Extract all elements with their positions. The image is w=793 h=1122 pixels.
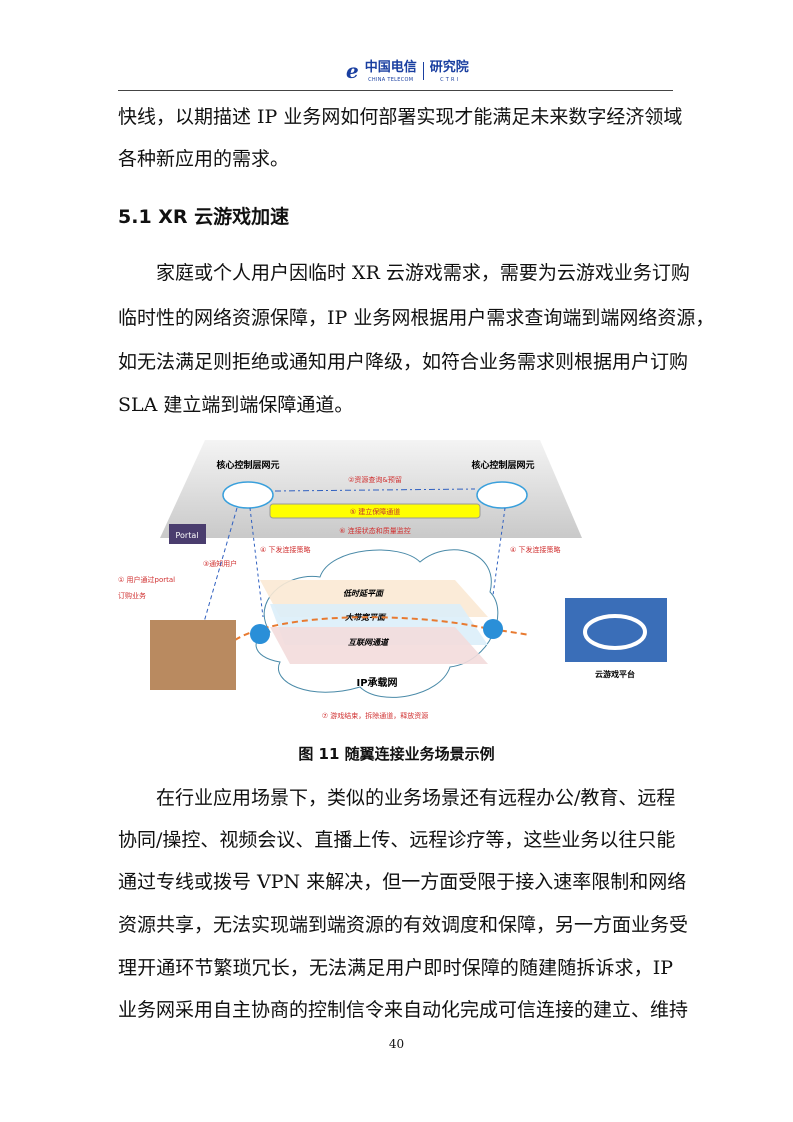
text-line: 在行业应用场景下，类似的业务场景还有远程办公/教育、远程 [156, 787, 676, 809]
text-line: 如无法满足则拒绝或通知用户降级，如符合业务需求则根据用户订购 [118, 351, 689, 373]
text-line: 业务网采用自主协商的控制信令来自动化完成可信连接的建立、维持 [118, 999, 689, 1021]
step4-left-label: ④ 下发连接策略 [260, 545, 311, 554]
text-line: SLA 建立端到端保障通道。 [118, 394, 354, 416]
core-right-label: 核心控制层网元 [471, 459, 534, 471]
step5-label: ⑤ 建立保障通道 [350, 507, 401, 516]
header-rule [118, 90, 673, 91]
low-latency-label: 低时延平面 [343, 589, 385, 598]
text-line: 临时性的网络资源保障，IP 业务网根据用户需求查询端到端网络资源， [118, 307, 715, 329]
xr-cloud-gaming-diagram: 核心控制层网元 核心控制层网元 ②资源查询&预留 ⑤ 建立保障通道 ⑥ 连接状态… [118, 440, 667, 720]
resource-query-arrow [274, 488, 476, 492]
router-icon [483, 619, 503, 639]
step3-label: ③通知用户 [203, 559, 237, 568]
step2-label: ②资源查询&预留 [348, 475, 402, 484]
step6-label: ⑥ 连接状态和质量监控 [339, 526, 411, 535]
section-heading: 5.1 XR 云游戏加速 [118, 206, 290, 228]
portal-box [169, 524, 206, 544]
china-telecom-logo-icon: ℯ [346, 59, 359, 83]
policy-line [249, 507, 264, 618]
text-line: 快线，以期描述 IP 业务网如何部署实现才能满足未来数字经济领域 [118, 106, 683, 128]
figure-caption: 图 11 随翼连接业务场景示例 [298, 745, 495, 763]
institute-name-en: C T R I [440, 76, 459, 83]
portal-label: Portal [176, 531, 199, 540]
step1-label: ① 用户通过portal [118, 575, 175, 584]
text-line: 理开通环节繁琐冗长，无法满足用户即时保障的随建随拆诉求，IP [118, 957, 673, 979]
internet-channel-plane [270, 627, 488, 664]
cloud-icon [583, 614, 647, 650]
institute-name: 研究院 [429, 59, 469, 75]
divider [422, 62, 424, 80]
vr-gamers-photo [150, 620, 236, 690]
notify-arrow [203, 507, 238, 623]
core-left-label: 核心控制层网元 [216, 459, 279, 471]
text-line: 通过专线或拨号 VPN 来解决，但一方面受限于接入速率限制和网络 [118, 871, 687, 893]
step7-label: ⑦ 游戏结束，拆除通道，释放资源 [322, 711, 429, 720]
cloud-game-platform-image [565, 598, 667, 662]
text-line: 协同/操控、视频会议、直播上传、远程诊疗等，这些业务以往只能 [118, 829, 676, 851]
router-icon [250, 624, 270, 644]
cloud-brain-icon [476, 481, 528, 509]
step1-label-2: 订购业务 [118, 591, 146, 600]
cloud-brain-icon [222, 481, 274, 509]
brand-name-en: CHINA TELECOM [368, 76, 414, 83]
text-line: 各种新应用的需求。 [118, 148, 290, 170]
brand-name: 中国电信 [364, 59, 417, 75]
guarantee-channel-bar [269, 503, 481, 519]
step4-right-label: ④ 下发连接策略 [510, 545, 561, 554]
text-line: 资源共享，无法实现端到端资源的有效调度和保障，另一方面业务受 [118, 914, 689, 936]
page-number: 40 [388, 1037, 405, 1051]
cloud-platform-label: 云游戏平台 [595, 669, 635, 679]
ip-network-label: IP承载网 [356, 676, 397, 689]
internet-channel-label: 互联网通道 [348, 638, 390, 647]
text-line: 家庭或个人用户因临时 XR 云游戏需求，需要为云游戏业务订购 [156, 262, 690, 284]
